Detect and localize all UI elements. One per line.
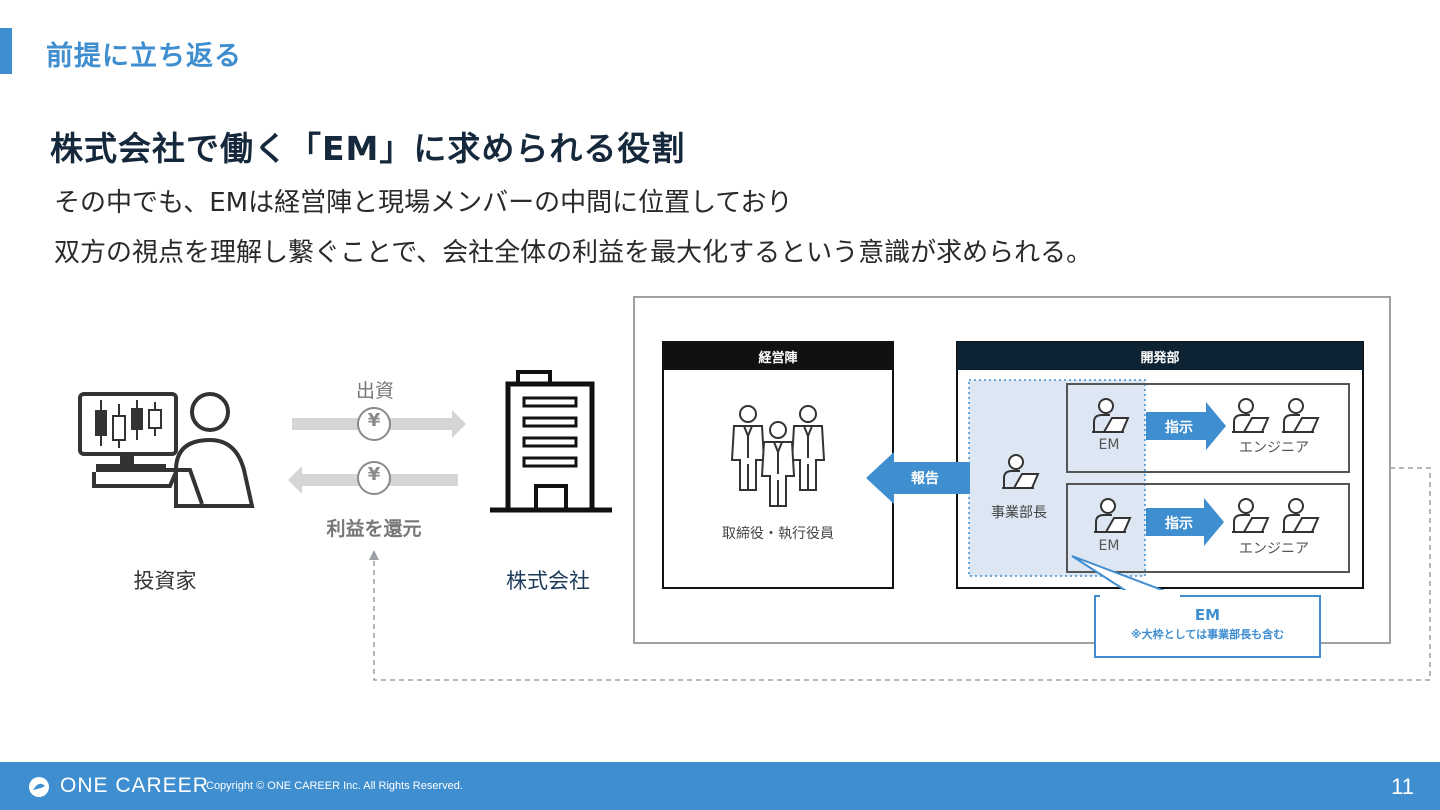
dev-department-header: 開発部	[1140, 351, 1180, 366]
page-title: 株式会社で働く「EM」に求められる役割	[50, 129, 686, 168]
report-label: 報告	[911, 471, 939, 487]
team-1-engineers-label: エンジニア	[1239, 440, 1309, 456]
return-path-arrowhead	[369, 550, 379, 560]
team-box-2	[1066, 483, 1350, 573]
body-text-line-2: 双方の視点を理解し繋ぐことで、会社全体の利益を最大化するという意識が求められる。	[54, 238, 1093, 268]
executives-icon	[731, 405, 825, 507]
page-number: 11	[1391, 774, 1414, 799]
return-path-line	[373, 467, 1431, 681]
yen-coin-icon	[357, 407, 391, 441]
management-header: 経営陣	[758, 351, 798, 366]
team-box-1	[1066, 383, 1350, 473]
section-accent-bar	[0, 28, 12, 74]
dev-department-header-bar	[957, 342, 1363, 370]
management-members-label: 取締役・執行役員	[722, 526, 834, 542]
callout-title: EM	[1194, 606, 1221, 624]
team-2-em-label: EM	[1098, 538, 1120, 554]
report-arrow	[866, 452, 970, 504]
team-1-instruct-label: 指示	[1165, 420, 1193, 436]
management-header-bar	[663, 342, 893, 370]
yen-symbol: ¥	[367, 410, 381, 431]
brand-name: ONE CAREER	[60, 774, 209, 797]
team-1-em-label: EM	[1098, 437, 1120, 453]
copyright-text: Copyright © ONE CAREER Inc. All Rights R…	[206, 780, 463, 792]
investment-label: 出資	[355, 380, 394, 402]
one-career-logo-icon	[29, 777, 49, 797]
callout-note: ※大枠としては事業部長も含む	[1130, 628, 1285, 641]
investor-icon	[78, 392, 255, 508]
company-building-icon	[490, 370, 612, 513]
footer-bar: ONE CAREER Copyright © ONE CAREER Inc. A…	[0, 762, 1440, 810]
company-label: 株式会社	[506, 569, 590, 593]
body-text-line-1: その中でも、EMは経営陣と現場メンバーの中間に位置しており	[54, 188, 793, 218]
instruct-arrow-2	[1146, 498, 1224, 546]
return-profit-label: 利益を還元	[326, 518, 422, 540]
team-2-instruct-label: 指示	[1165, 516, 1193, 532]
yen-symbol: ¥	[367, 464, 381, 485]
yen-coin-icon	[357, 461, 391, 495]
instruct-arrow-1	[1146, 402, 1226, 450]
em-callout-box	[1094, 595, 1321, 658]
em-role-diagram: 出資 ¥ ¥ 利益を還元 投資家 株式会社 経営陣 取締役・執行役員 開発部 事…	[78, 296, 1431, 681]
section-title: 前提に立ち返る	[46, 41, 242, 72]
division-head-label: 事業部長	[991, 505, 1047, 521]
investor-label: 投資家	[133, 569, 197, 593]
team-2-engineers-label: エンジニア	[1239, 541, 1309, 557]
